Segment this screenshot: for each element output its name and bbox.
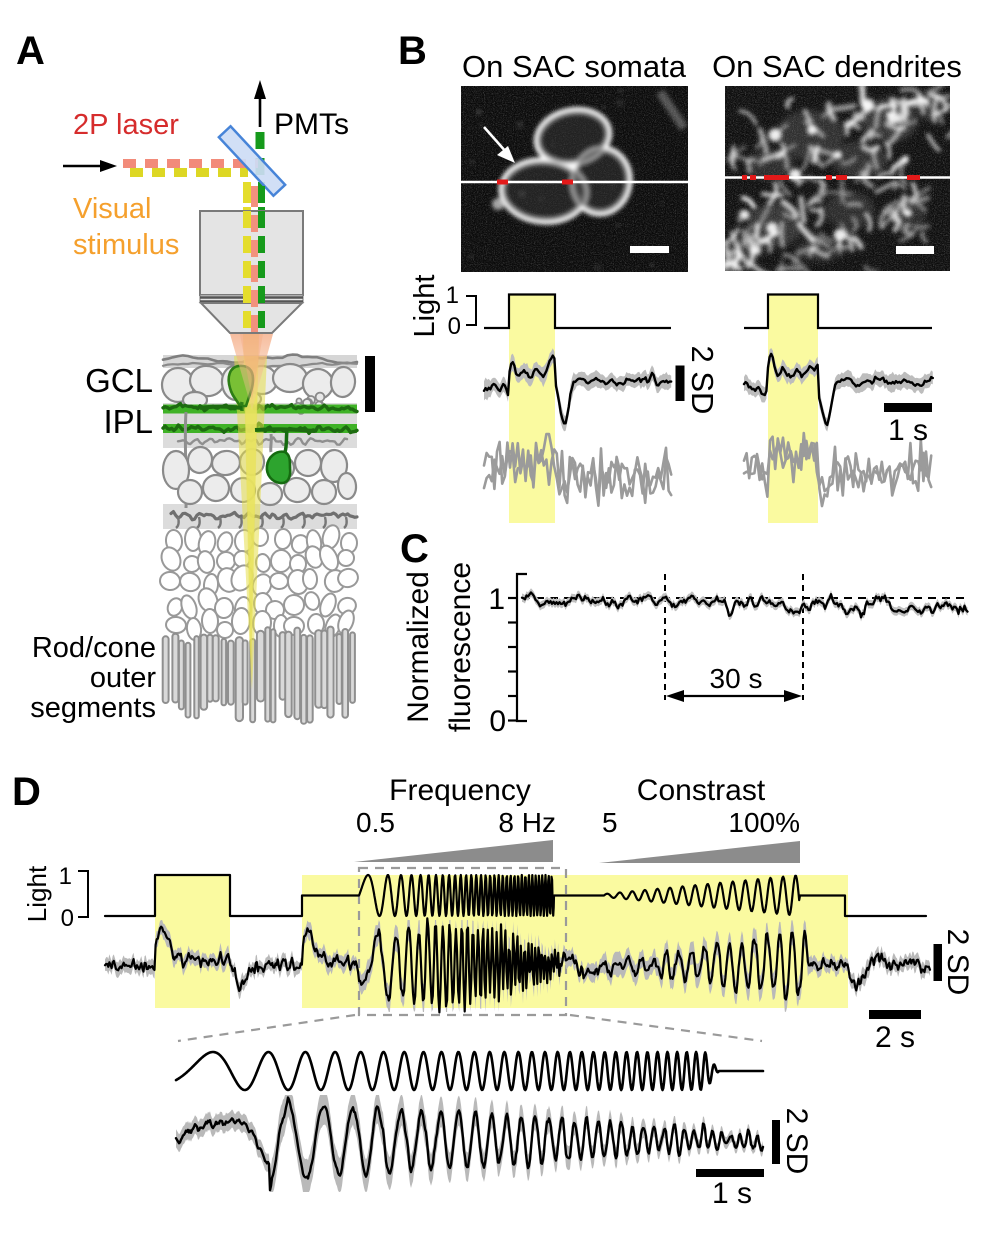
svg-text:segments: segments bbox=[30, 692, 156, 724]
svg-text:D: D bbox=[12, 770, 41, 814]
svg-text:2 s: 2 s bbox=[875, 1021, 915, 1054]
svg-text:stimulus: stimulus bbox=[73, 229, 179, 261]
svg-text:Visual: Visual bbox=[73, 193, 151, 225]
svg-text:Frequency: Frequency bbox=[389, 774, 531, 807]
svg-text:1: 1 bbox=[59, 863, 72, 890]
svg-text:Normalized: Normalized bbox=[402, 571, 435, 723]
svg-text:B: B bbox=[398, 29, 427, 73]
svg-text:2 SD: 2 SD bbox=[685, 346, 720, 415]
svg-text:outer: outer bbox=[90, 662, 156, 694]
svg-text:0.5: 0.5 bbox=[356, 807, 395, 838]
svg-text:A: A bbox=[16, 29, 45, 73]
svg-text:100%: 100% bbox=[728, 807, 800, 838]
svg-text:8 Hz: 8 Hz bbox=[498, 807, 556, 838]
svg-text:0: 0 bbox=[61, 905, 74, 932]
svg-text:2P laser: 2P laser bbox=[73, 109, 179, 141]
svg-text:GCL: GCL bbox=[85, 362, 153, 399]
svg-text:C: C bbox=[400, 527, 429, 571]
svg-text:2 SD: 2 SD bbox=[941, 929, 974, 996]
svg-text:Light: Light bbox=[409, 275, 441, 338]
svg-text:1 s: 1 s bbox=[888, 414, 928, 447]
svg-text:1: 1 bbox=[488, 583, 505, 616]
svg-text:0: 0 bbox=[448, 313, 461, 340]
svg-text:1: 1 bbox=[446, 282, 459, 309]
svg-text:On SAC somata: On SAC somata bbox=[462, 49, 687, 84]
svg-text:2 SD: 2 SD bbox=[780, 1108, 813, 1175]
svg-text:0: 0 bbox=[489, 705, 506, 738]
svg-text:1 s: 1 s bbox=[712, 1177, 752, 1210]
svg-text:fluorescence: fluorescence bbox=[444, 562, 477, 732]
svg-text:PMTs: PMTs bbox=[274, 108, 349, 141]
svg-text:5: 5 bbox=[602, 807, 618, 838]
svg-text:Constrast: Constrast bbox=[637, 774, 766, 807]
svg-text:IPL: IPL bbox=[103, 403, 153, 440]
svg-text:Light: Light bbox=[22, 865, 52, 922]
svg-text:On SAC dendrites: On SAC dendrites bbox=[712, 49, 962, 84]
svg-text:30 s: 30 s bbox=[710, 663, 763, 694]
svg-text:Rod/cone: Rod/cone bbox=[32, 632, 156, 664]
